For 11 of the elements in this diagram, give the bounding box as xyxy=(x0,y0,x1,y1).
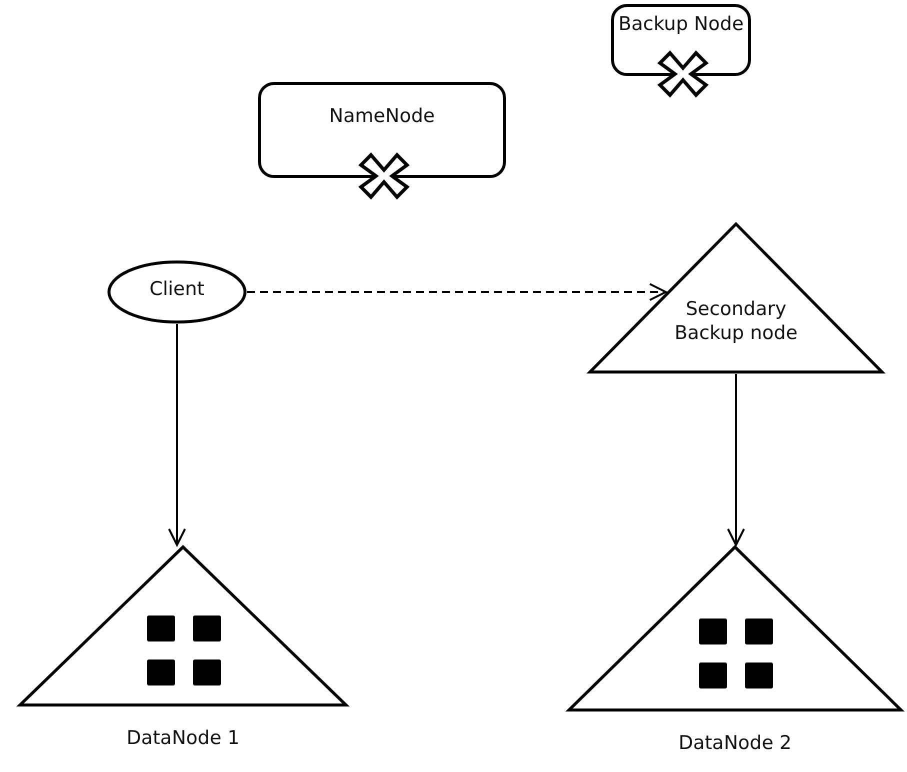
process-box xyxy=(611,4,751,76)
node-label: Client xyxy=(148,278,206,302)
node-label: Backup Node xyxy=(617,13,745,37)
arrow xyxy=(727,374,745,546)
arrow xyxy=(247,283,667,301)
process-box xyxy=(258,82,506,178)
arrow xyxy=(168,324,186,546)
node-label: DataNode 2 xyxy=(677,732,793,756)
node-label: NameNode xyxy=(328,105,436,129)
node-label: DataNode 1 xyxy=(125,727,241,751)
node-label: Secondary Backup node xyxy=(673,298,799,346)
